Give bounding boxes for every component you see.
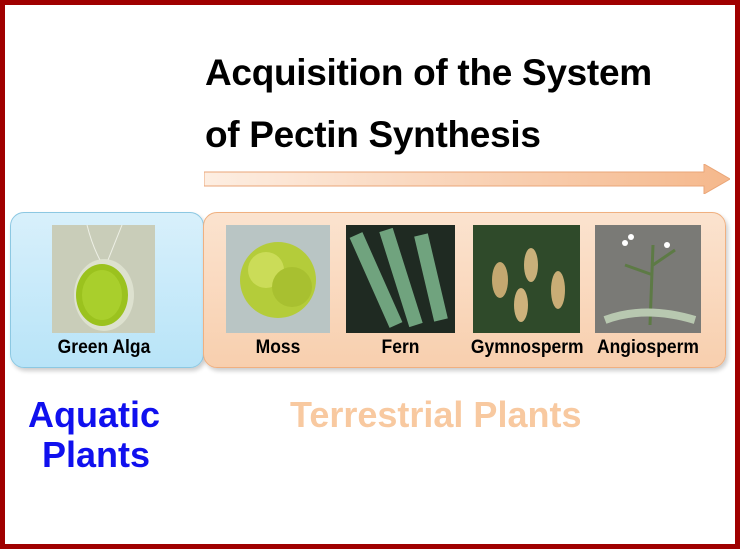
label-gymnosperm: Gymnosperm — [470, 337, 584, 358]
title-line-1: Acquisition of the System — [205, 52, 652, 93]
evolution-arrow — [204, 164, 730, 194]
angiosperm-image — [595, 225, 701, 333]
gymnosperm-image — [473, 225, 580, 333]
moss-image — [226, 225, 330, 333]
terrestrial-label: Terrestrial Plants — [290, 394, 582, 435]
label-angiosperm: Angiosperm — [596, 337, 699, 358]
green-alga-image — [52, 225, 155, 333]
aquatic-label-line-2: Plants — [42, 434, 151, 475]
label-green-alga: Green Alga — [57, 337, 151, 358]
title-line-2: of Pectin Synthesis — [205, 114, 541, 155]
label-fern: Fern — [381, 337, 420, 358]
label-moss: Moss — [255, 337, 301, 358]
fern-image — [346, 225, 455, 333]
aquatic-label-line-1: Aquatic — [28, 394, 161, 435]
